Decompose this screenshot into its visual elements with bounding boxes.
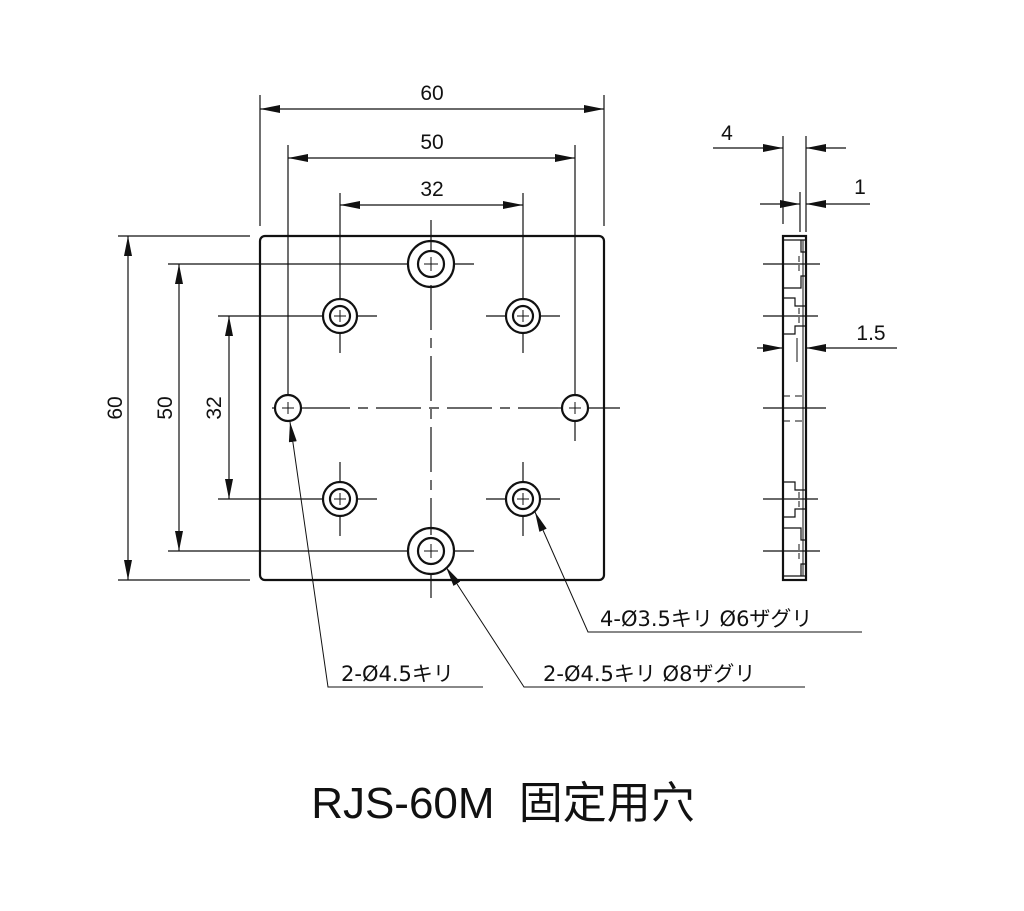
callout-2-through: 2-Ø4.5キリ [341, 662, 454, 686]
counterbore-hole-bottom-right [486, 462, 560, 536]
front-view [118, 95, 862, 688]
dim-text-step: 1 [854, 176, 866, 199]
drawing-title: RJS-60M 固定用穴 [311, 778, 695, 829]
dim-text-v-50: 50 [154, 396, 177, 419]
dim-text-v-60: 60 [104, 396, 127, 419]
leader-line-2-through [288, 421, 483, 688]
dim-text-thickness: 4 [721, 122, 733, 145]
dim-text-h-32: 32 [420, 178, 443, 201]
leader-line-4-counterbore [534, 511, 862, 633]
dim-text-v-32: 32 [203, 396, 226, 419]
counterbore-hole-bottom-left [321, 462, 377, 536]
dim-text-h-60: 60 [420, 82, 443, 105]
dim-text-counterbore-depth: 1.5 [856, 322, 885, 345]
title-model: RJS-60M [311, 779, 494, 828]
dim-text-h-50: 50 [420, 131, 443, 154]
title-label: 固定用穴 [519, 778, 695, 829]
counterbore-hole-top-right [486, 297, 560, 353]
through-hole-right [558, 393, 620, 441]
large-counterbore-hole-bottom [406, 526, 474, 576]
large-counterbore-hole-top [406, 239, 474, 289]
side-view [713, 136, 897, 582]
leader-line-2-large-counterbore [445, 566, 805, 688]
through-hole-left [272, 393, 305, 423]
callout-2-large-counterbore: 2-Ø4.5キリ Ø8ザグリ [543, 662, 755, 686]
callout-4-counterbore: 4-Ø3.5キリ Ø6ザグリ [600, 607, 812, 631]
counterbore-hole-top-left [321, 297, 377, 353]
